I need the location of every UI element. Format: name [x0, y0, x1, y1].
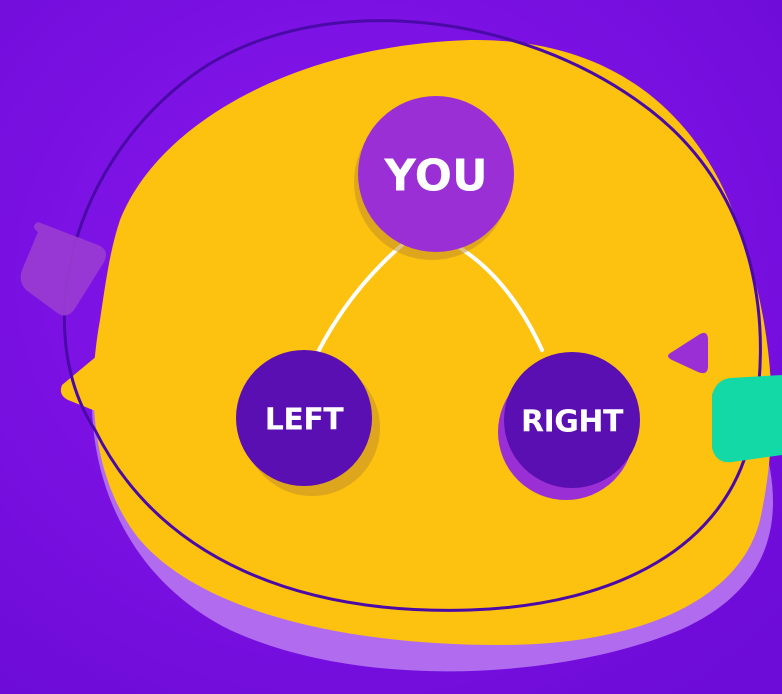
teal-triangle-icon [712, 375, 782, 462]
node-right-label: RIGHT [521, 405, 624, 440]
node-left-label: LEFT [265, 403, 345, 438]
node-you-label: YOU [383, 151, 487, 202]
